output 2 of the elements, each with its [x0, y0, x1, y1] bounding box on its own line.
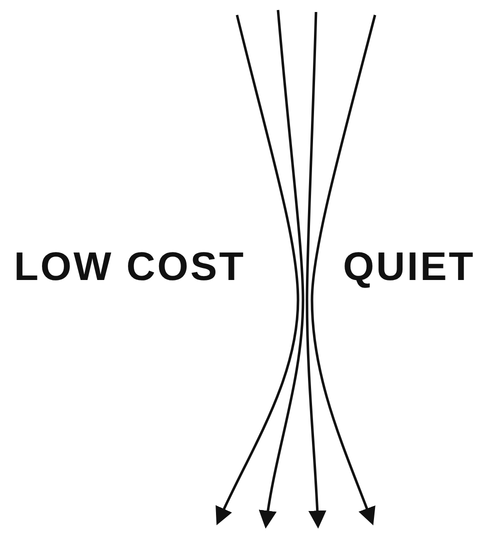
label-text: LOW COST [14, 245, 246, 290]
label-text: QUIET [343, 245, 476, 290]
